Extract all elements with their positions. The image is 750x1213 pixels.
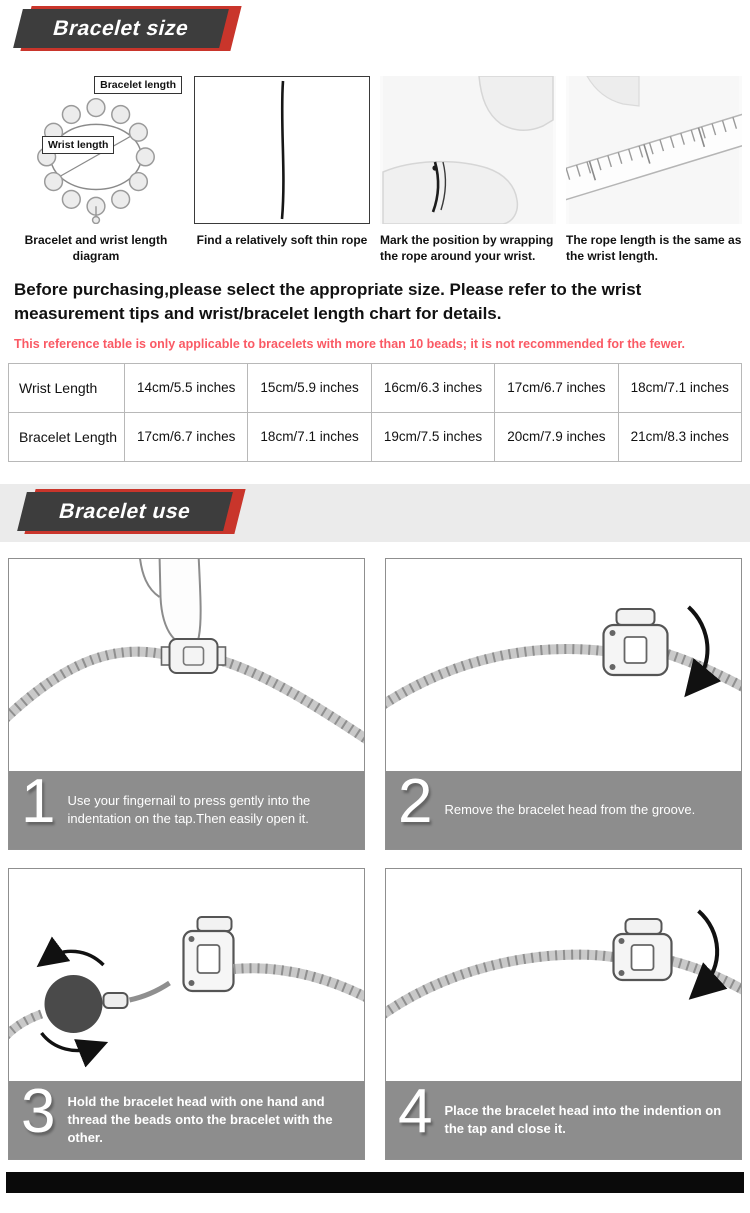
measure-step-2-caption: Find a relatively soft thin rope xyxy=(196,233,368,247)
table-cell: 16cm/6.3 inches xyxy=(370,362,496,413)
next-section-divider xyxy=(6,1171,744,1193)
step-number: 2 xyxy=(398,766,433,836)
bracelet-size-banner-title: Bracelet size xyxy=(13,9,229,48)
reference-table-note: This reference table is only applicable … xyxy=(14,336,686,351)
bracelet-length-label: Bracelet length xyxy=(94,76,182,94)
close-head-illustration xyxy=(386,909,741,1019)
measure-step-4: The rope length is the same as the wrist… xyxy=(566,76,742,264)
step-number: 3 xyxy=(21,1076,56,1146)
table-row-bracelet: Bracelet Length 17cm/6.7 inches 18cm/7.1… xyxy=(8,411,743,462)
use-step-2-caption-bar: 2 Remove the bracelet head from the groo… xyxy=(386,766,741,849)
use-step-2-panel: 2 Remove the bracelet head from the groo… xyxy=(385,557,742,850)
rope-illustration xyxy=(194,76,370,224)
table-cell: 21cm/8.3 inches xyxy=(617,411,743,462)
bracelet-use-banner: Bracelet use xyxy=(14,488,259,537)
thread-beads-illustration xyxy=(9,915,364,1068)
use-step-3-caption-bar: 3 Hold the bracelet head with one hand a… xyxy=(9,1076,364,1159)
hand-wrap-icon xyxy=(382,76,554,224)
measure-step-3-caption: Mark the position by wrapping the rope a… xyxy=(380,233,554,263)
measurement-steps-row: Bracelet length Wrist length Bracelet an… xyxy=(0,76,750,264)
step-number: 1 xyxy=(21,766,56,836)
measure-step-2: Find a relatively soft thin rope xyxy=(194,76,370,264)
table-row-header: Bracelet Length xyxy=(8,411,125,462)
use-step-1-caption-bar: 1 Use your fingernail to press gently in… xyxy=(9,766,364,849)
bracelet-use-strip: Bracelet use xyxy=(0,483,750,542)
ruler-icon xyxy=(566,76,742,224)
use-steps-grid: 1 Use your fingernail to press gently in… xyxy=(8,557,742,1160)
rope-icon xyxy=(280,80,285,220)
step-text: Place the bracelet head into the indenti… xyxy=(444,1103,722,1136)
table-cell: 17cm/6.7 inches xyxy=(123,411,249,462)
use-step-3-panel: 3 Hold the bracelet head with one hand a… xyxy=(8,867,365,1160)
ruler-photo xyxy=(566,76,742,224)
measure-step-1-caption: Bracelet and wrist length diagram xyxy=(24,233,168,263)
step-number: 4 xyxy=(398,1076,433,1146)
use-step-4-caption-bar: 4 Place the bracelet head into the inden… xyxy=(386,1076,741,1159)
measure-step-3: Mark the position by wrapping the rope a… xyxy=(380,76,556,264)
use-step-1-panel: 1 Use your fingernail to press gently in… xyxy=(8,557,365,850)
wrap-wrist-photo xyxy=(380,76,556,224)
step-text: Remove the bracelet head from the groove… xyxy=(444,802,696,817)
table-cell: 14cm/5.5 inches xyxy=(123,362,249,413)
measure-step-4-caption: The rope length is the same as the wrist… xyxy=(566,233,742,263)
measure-step-1: Bracelet length Wrist length Bracelet an… xyxy=(8,76,184,264)
step-text: Hold the bracelet head with one hand and… xyxy=(67,1094,333,1145)
wrist-length-label: Wrist length xyxy=(42,136,115,154)
purchase-advice-text: Before purchasing,please select the appr… xyxy=(14,280,642,323)
step-text: Use your fingernail to press gently into… xyxy=(67,793,311,826)
bracelet-use-banner-title: Bracelet use xyxy=(17,491,233,531)
table-row-header: Wrist Length xyxy=(8,362,125,413)
table-cell: 15cm/5.9 inches xyxy=(247,362,372,413)
bracelet-diagram-illustration: Bracelet length Wrist length xyxy=(8,76,184,224)
size-table: Wrist Length 14cm/5.5 inches 15cm/5.9 in… xyxy=(8,362,743,462)
press-clasp-illustration xyxy=(9,558,364,744)
table-cell: 19cm/7.5 inches xyxy=(370,411,496,462)
remove-head-illustration xyxy=(386,605,741,709)
use-step-4-panel: 4 Place the bracelet head into the inden… xyxy=(385,867,742,1160)
bracelet-size-banner: Bracelet size xyxy=(10,6,255,54)
table-cell: 17cm/6.7 inches xyxy=(494,362,619,413)
table-cell: 18cm/7.1 inches xyxy=(617,362,743,413)
table-cell: 20cm/7.9 inches xyxy=(494,411,619,462)
table-cell: 18cm/7.1 inches xyxy=(247,411,372,462)
table-row-wrist: Wrist Length 14cm/5.5 inches 15cm/5.9 in… xyxy=(8,362,743,413)
